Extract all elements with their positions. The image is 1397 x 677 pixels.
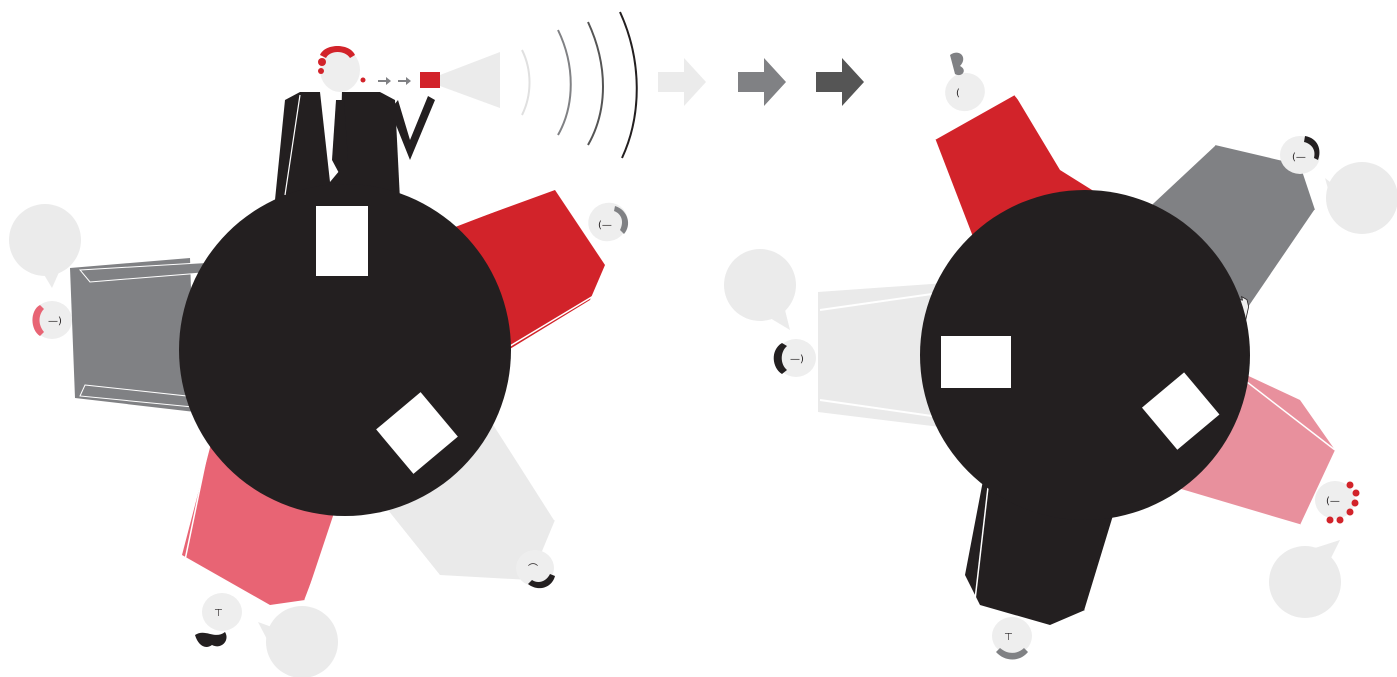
paper-sheet: [316, 206, 368, 276]
speech-bubble: [258, 606, 338, 677]
svg-text:—): —): [790, 354, 804, 365]
svg-text:⊤: ⊤: [1004, 632, 1013, 643]
svg-text:—): —): [48, 316, 62, 327]
transition-arrows: [658, 58, 864, 106]
speech-bubble: [1269, 540, 1341, 618]
speech-bubble: [724, 249, 796, 330]
megaphone-icon: [378, 52, 500, 108]
svg-text:(—: (—: [598, 220, 612, 231]
gray-arrow: [738, 58, 786, 106]
speech-bubble: [9, 204, 81, 288]
paper-sheet: [941, 336, 1011, 388]
svg-text:(—: (—: [1326, 496, 1340, 507]
svg-text:(—: (—: [1292, 152, 1306, 163]
svg-text:⌒: ⌒: [528, 563, 538, 575]
svg-text:⊤: ⊤: [214, 608, 223, 619]
sound-wave-icon: [522, 12, 637, 158]
speech-bubble: [1325, 162, 1397, 234]
svg-text:(: (: [956, 88, 960, 99]
left-meeting-group: —) (— ⌒: [9, 12, 637, 677]
light-gray-arrow: [658, 58, 706, 106]
right-meeting-group: —) ( (—: [724, 53, 1397, 660]
dark-gray-arrow: [816, 58, 864, 106]
